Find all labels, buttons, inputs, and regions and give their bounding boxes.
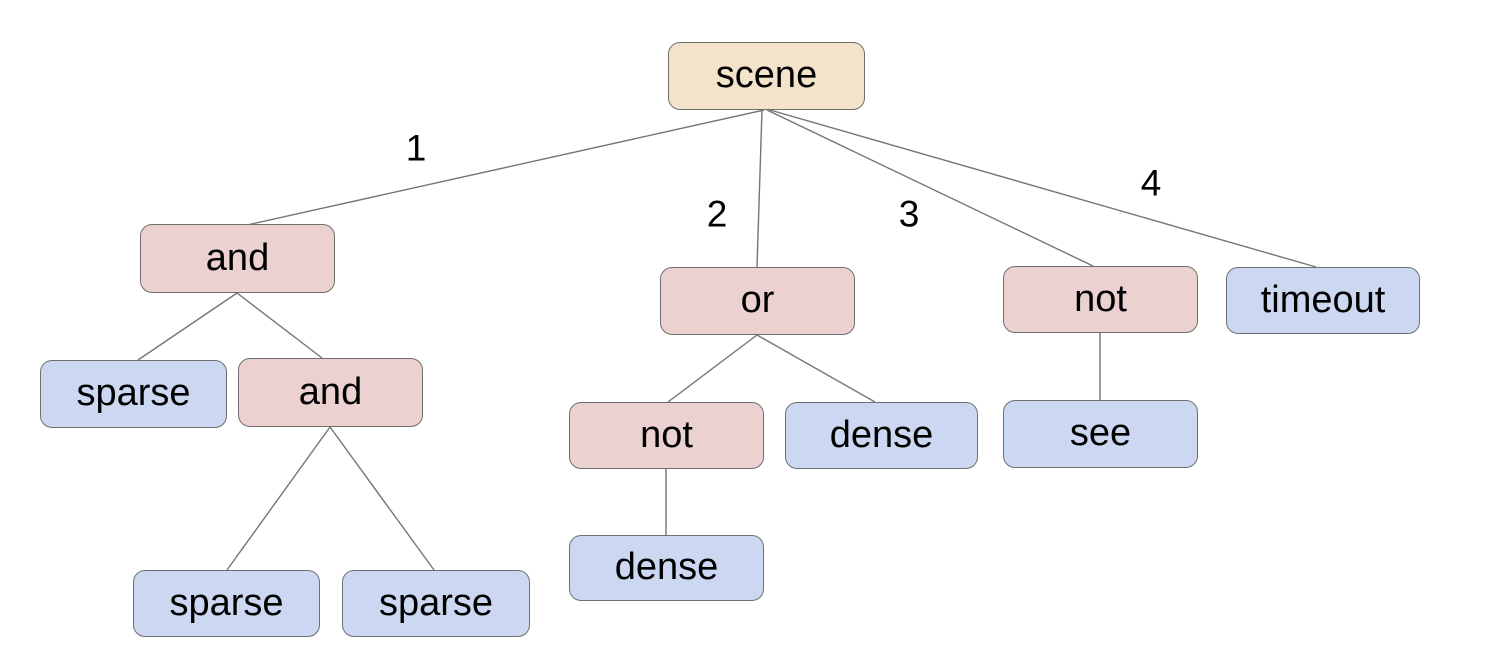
edge-and-2-to-sparse-3 — [329, 426, 435, 571]
edge-or-to-not-2 — [667, 334, 758, 403]
edge-and-2-to-sparse-2 — [226, 426, 331, 571]
edge-and-1-to-and-2 — [236, 292, 323, 359]
edge-and-1-to-sparse-1 — [137, 292, 238, 361]
edge-scene-to-timeout — [769, 109, 1317, 268]
edge-scene-to-and-1 — [246, 109, 765, 226]
edge-scene-to-or — [756, 109, 763, 268]
edge-or-to-dense-1 — [756, 334, 876, 403]
edge-scene-to-not-1 — [766, 109, 1094, 267]
